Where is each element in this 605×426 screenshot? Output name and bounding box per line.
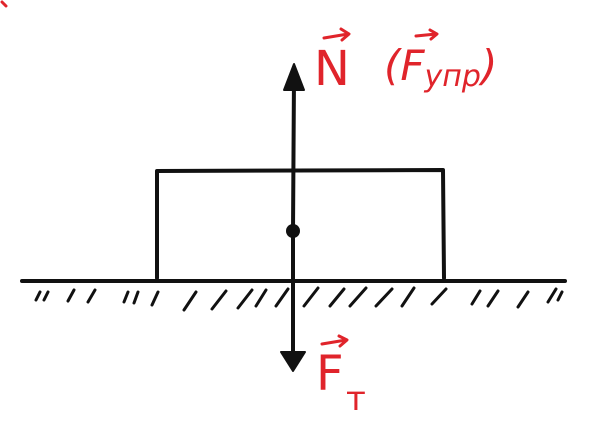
elastic-force-vector-arrow-icon (414, 28, 439, 41)
gravity-force-label: F т (316, 334, 366, 419)
normal-force-arrow-shaft (291, 74, 296, 233)
block (155, 168, 446, 280)
gravity-force-vector-arrow-icon (320, 334, 349, 348)
ground-hatching (34, 286, 564, 312)
normal-force-arrowhead (283, 63, 305, 91)
elastic-force-subscript: упр (424, 59, 481, 94)
corner-mark (0, 0, 8, 8)
normal-force-label: N (314, 27, 351, 97)
normal-force-alt-label: (Fупр) (384, 28, 497, 94)
elastic-force-close-paren: ) (478, 41, 497, 90)
elastic-force-symbol: (Fупр) (384, 41, 497, 94)
gravity-force-symbol: F (316, 346, 344, 402)
elastic-force-open-paren: (F (384, 41, 425, 90)
gravity-force-arrowhead (280, 351, 306, 372)
gravity-force-subscript: т (346, 379, 366, 419)
normal-force-vector-arrow-icon (322, 27, 351, 42)
normal-force-symbol: N (314, 41, 350, 97)
